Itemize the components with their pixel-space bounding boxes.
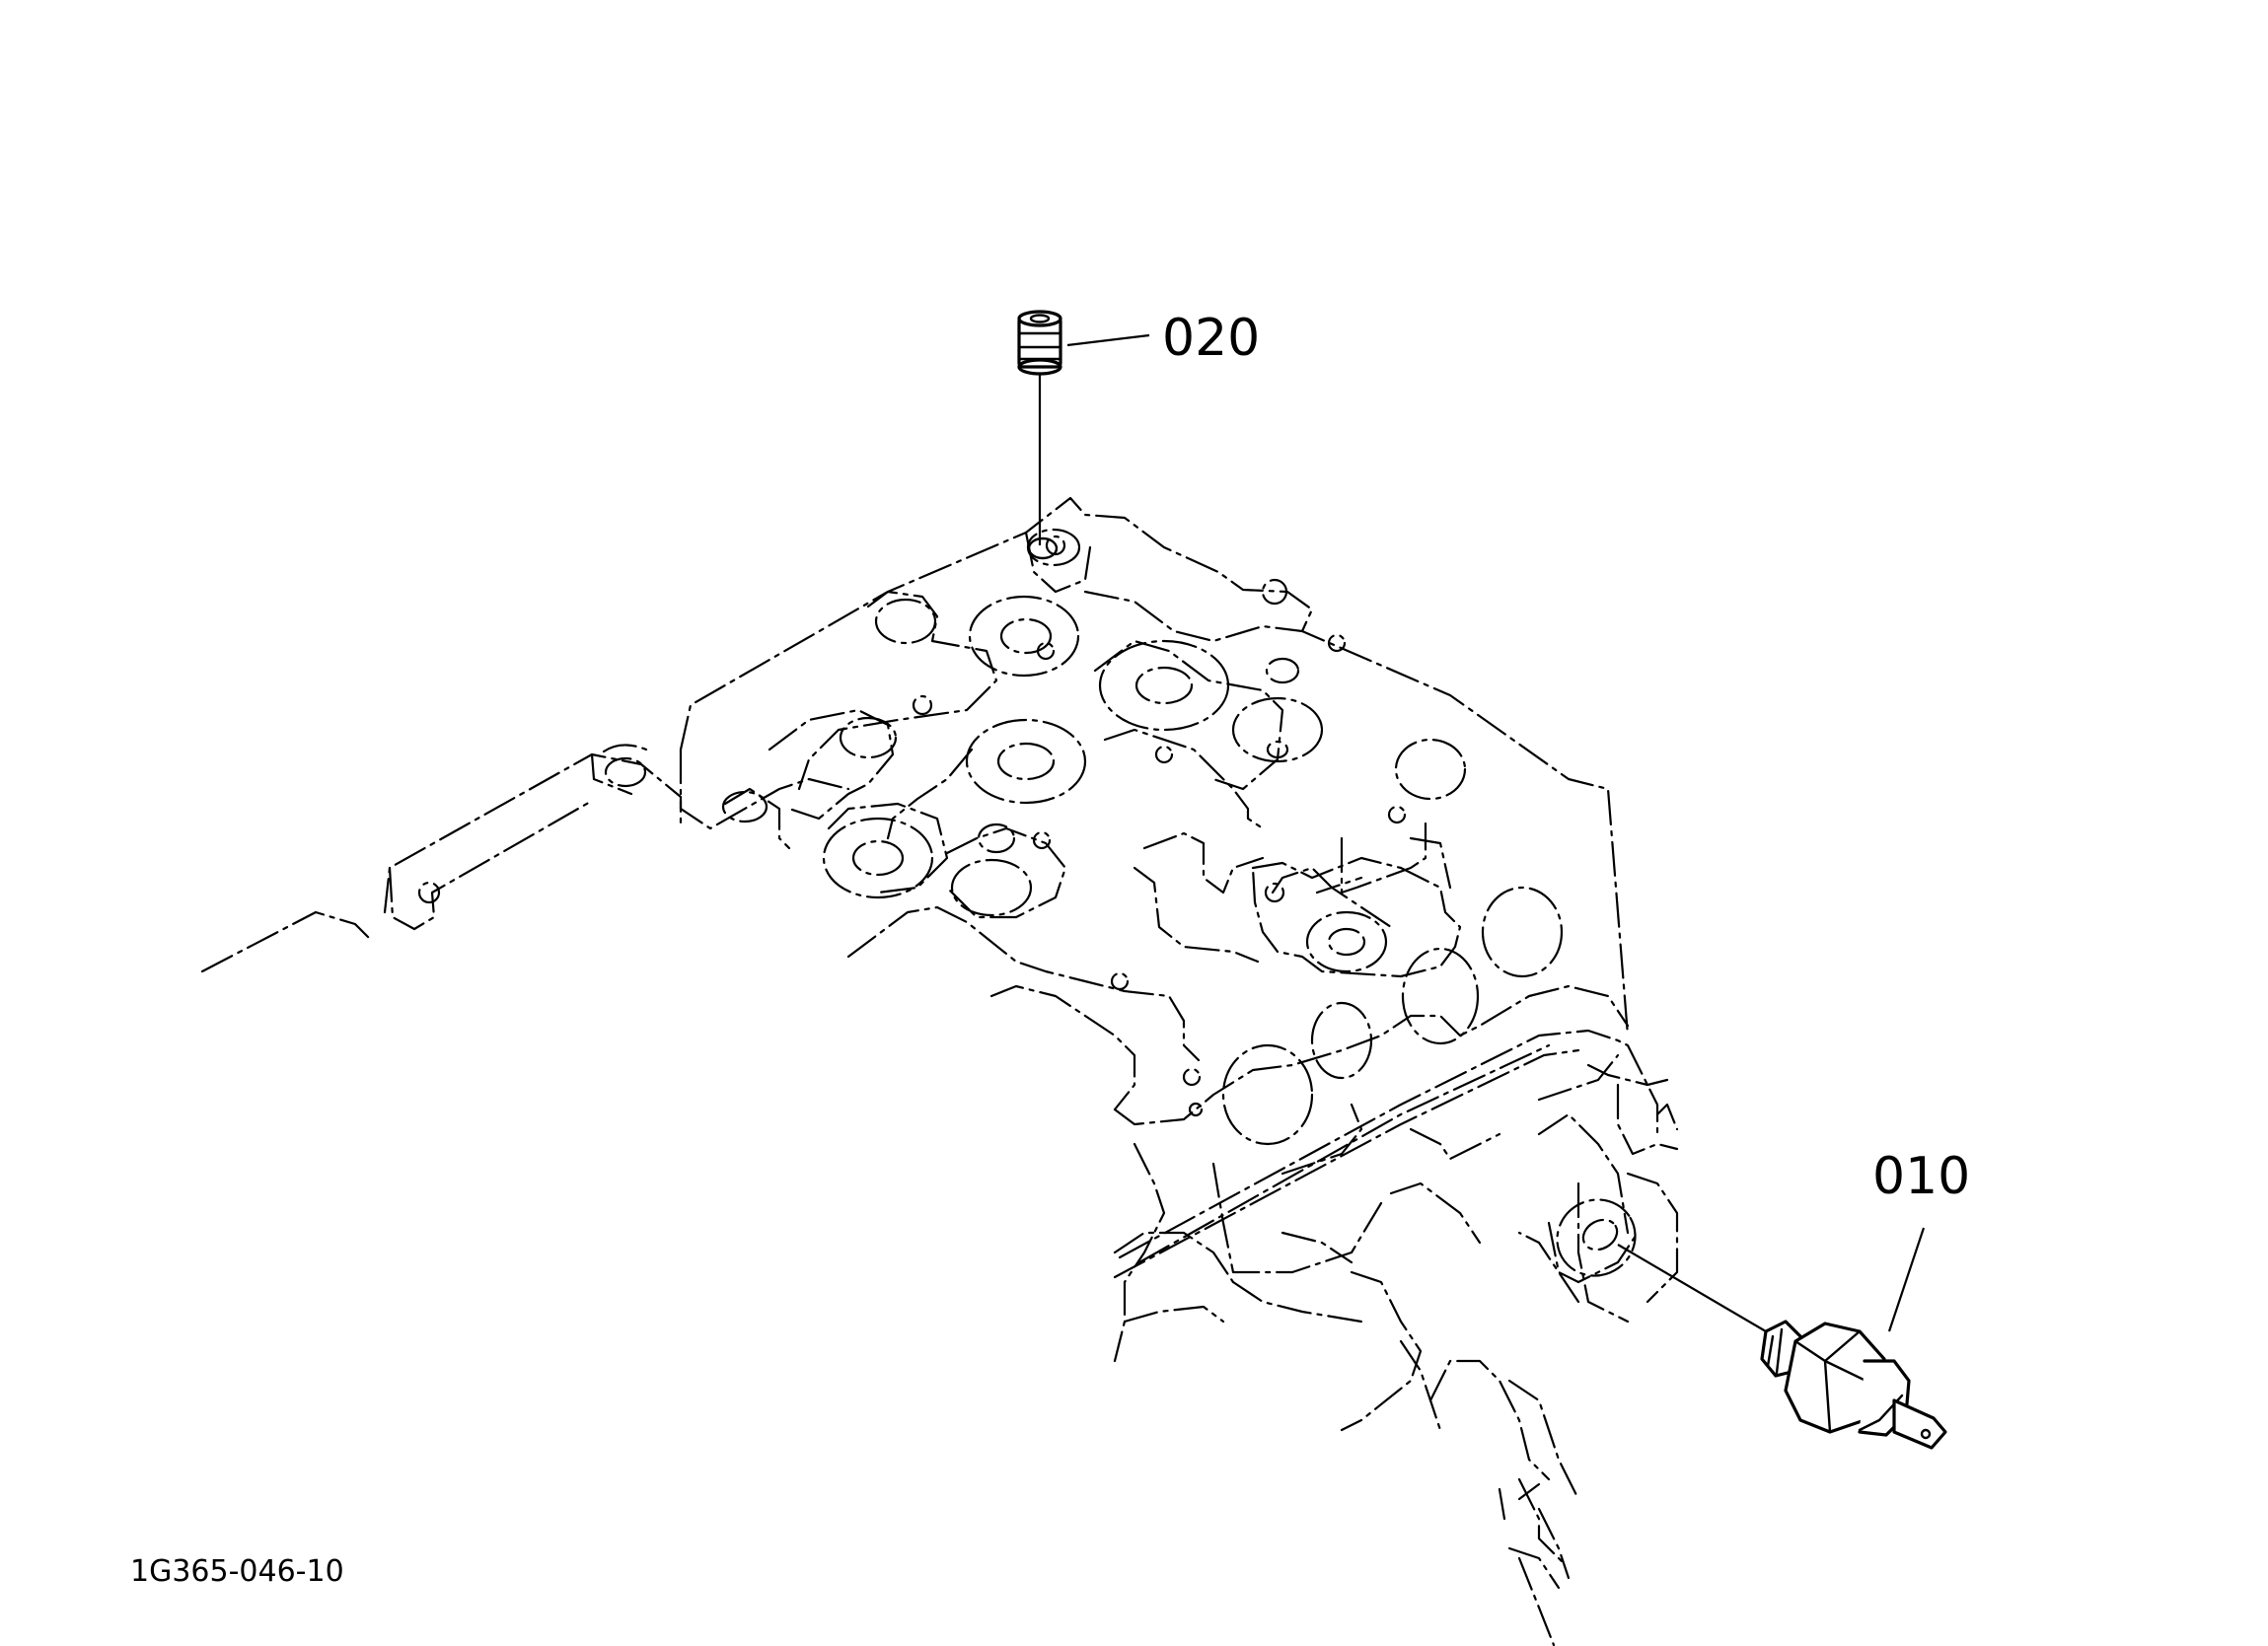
plug-hole [1027,537,1059,560]
oil-pressure-switch-icon [1760,1320,1947,1450]
cylinder-head-icon [200,496,1679,1646]
callout-010-label: 010 [1872,1147,1970,1206]
drawing-number: 1G365-046-10 [130,1554,344,1589]
switch-leader-line [1617,1244,1767,1332]
callout-010-leader [1887,1227,1926,1332]
hex-socket-plug-icon [1017,310,1062,376]
callout-020-label: 020 [1162,309,1260,368]
callout-020-leader [1066,333,1150,347]
